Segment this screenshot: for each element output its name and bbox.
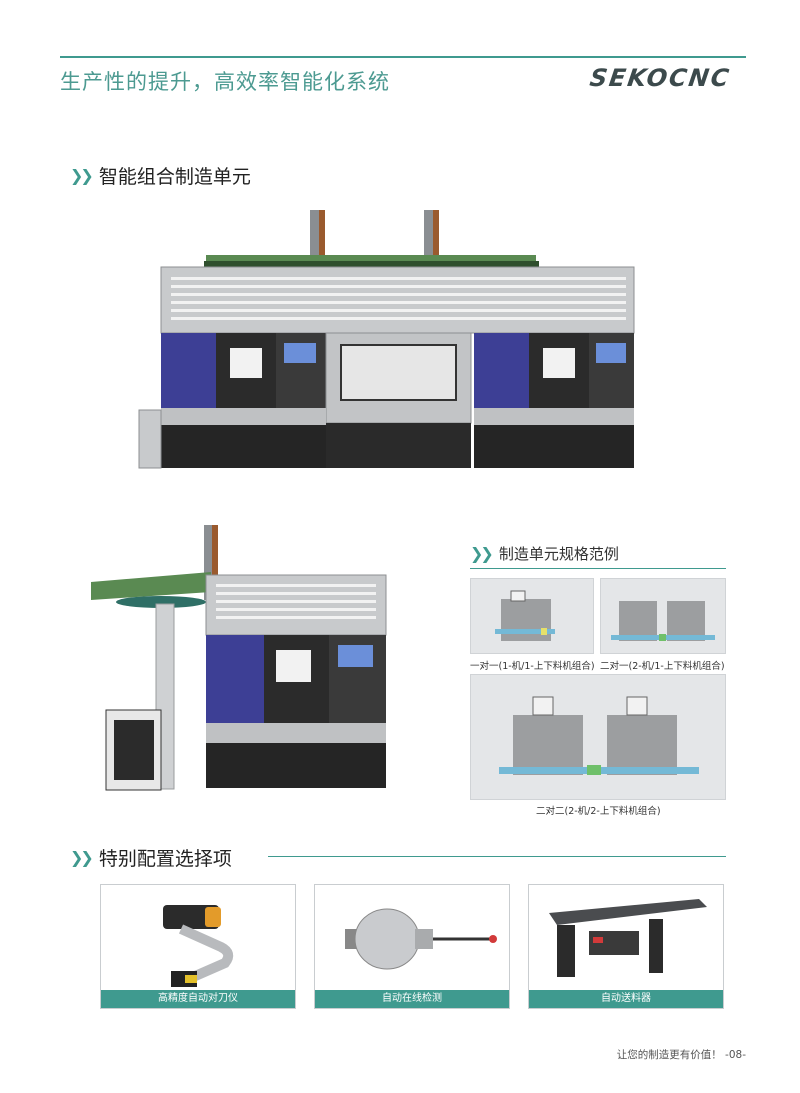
specs-rule	[470, 568, 726, 569]
options-rule	[268, 856, 726, 857]
option-label: 高精度自动对刀仪	[101, 990, 295, 1008]
option-label: 自动在线检测	[315, 990, 509, 1008]
options-title: 特别配置选择项	[98, 848, 232, 870]
option-card-tool-setter: 高精度自动对刀仪	[100, 884, 296, 1009]
spec-example-2-caption: 二对一(2-机/1-上下料机组合)	[600, 661, 725, 672]
spec-example-1-image	[470, 578, 594, 654]
section-heading-cell: ❯❯ 智能组合制造单元	[70, 162, 251, 189]
section-title: 智能组合制造单元	[98, 166, 251, 188]
brand-logo: SEKOCNC	[588, 64, 733, 92]
probe-icon	[345, 908, 497, 970]
spec-example-2-image	[600, 578, 726, 654]
page-title: 生产性的提升，高效率智能化系统	[60, 70, 390, 94]
option-card-probe: 自动在线检测	[314, 884, 510, 1009]
spec-example-3-caption: 二对二(2-机/2-上下料机组合)	[536, 806, 661, 817]
options-heading: ❯❯ 特别配置选择项	[70, 844, 232, 871]
page-footer: 让您的制造更有价值！ -08-	[616, 1049, 746, 1061]
specs-title: 制造单元规格范例	[498, 545, 619, 563]
specs-heading: ❯❯ 制造单元规格范例	[470, 543, 619, 564]
option-label: 自动送料器	[529, 990, 723, 1008]
manufacturing-cell-illustration	[138, 210, 635, 469]
spec-example-3-image	[470, 674, 726, 800]
tool-setter-icon	[163, 905, 234, 987]
bar-feeder-icon	[549, 899, 707, 977]
spec-example-1-caption: 一对一(1-机/1-上下料机组合)	[470, 661, 595, 672]
single-machine-illustration	[91, 525, 387, 791]
chevron-right-icon: ❯❯	[70, 848, 94, 867]
chevron-right-icon: ❯❯	[470, 544, 494, 563]
header-rule	[60, 56, 746, 58]
option-card-bar-feeder: 自动送料器	[528, 884, 724, 1009]
chevron-right-icon: ❯❯	[70, 166, 94, 185]
